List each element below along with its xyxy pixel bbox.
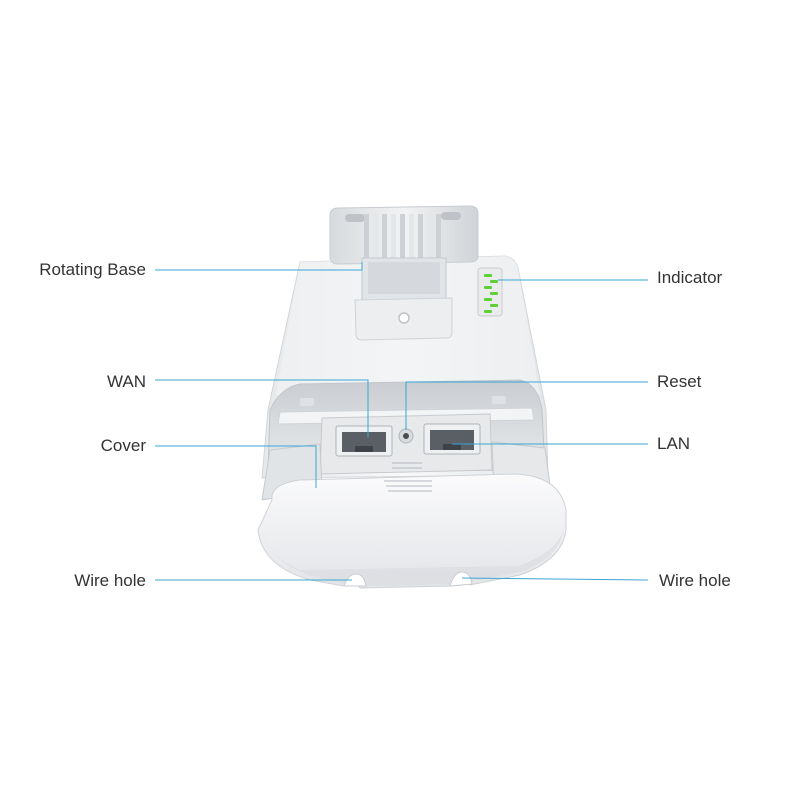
heatsink-fin (373, 214, 378, 260)
heatsink-fin (364, 214, 369, 260)
indicator-led (484, 274, 492, 277)
indicator-led (484, 298, 492, 301)
heatsink-fin (382, 214, 387, 260)
rotating-base (329, 205, 479, 341)
leader-wan (155, 379, 369, 438)
lan-port (423, 423, 481, 455)
indicator-led (490, 280, 498, 283)
indicator-led (484, 286, 492, 289)
indicator-leds (484, 274, 498, 313)
heatsink-fins (364, 214, 441, 260)
leader-rotating-base (155, 262, 363, 271)
heatsink-fin (391, 214, 396, 260)
label-wire-hole-left: Wire hole (74, 571, 146, 590)
leader-wire-hole-right (461, 577, 649, 581)
leader-cover (155, 445, 317, 488)
indicator-led (490, 292, 498, 295)
indicator-led (484, 310, 492, 313)
label-reset: Reset (657, 372, 702, 391)
label-wire-hole-right: Wire hole (659, 571, 731, 590)
label-cover: Cover (100, 436, 146, 455)
label-lan: LAN (657, 434, 691, 453)
reset-button (398, 428, 414, 444)
leader-lines (155, 262, 649, 581)
wan-port (335, 425, 393, 457)
label-rotating-base: Rotating Base (39, 260, 146, 279)
heatsink-fin (436, 214, 441, 260)
heatsink-fin (409, 214, 414, 260)
wire-hole-right (449, 571, 473, 587)
heatsink-fin (400, 214, 405, 260)
cover (257, 441, 567, 589)
leader-reset (405, 381, 648, 430)
heatsink-fin (418, 214, 423, 260)
heatsink-fin (427, 214, 432, 260)
indicator-led (490, 304, 498, 307)
label-wan: WAN (106, 372, 146, 391)
indicator-strip (477, 267, 503, 317)
port-plate (319, 413, 493, 475)
label-indicator: Indicator (657, 268, 723, 287)
